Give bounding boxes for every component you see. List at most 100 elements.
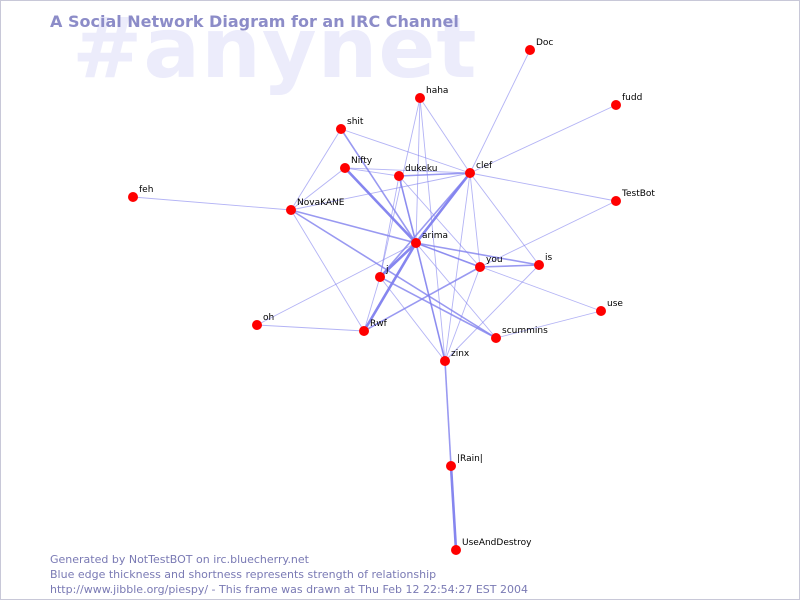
edge-oh-Rwf [256,324,365,332]
edge-arima-j [379,242,417,278]
edge-clef-Nifty [344,167,471,174]
edge-clef-zinx [444,172,471,362]
node-label: haha [426,86,448,96]
node-dot[interactable] [415,93,425,103]
node-label: NovaKANE [297,198,345,208]
node-label: is [545,253,553,263]
node-haha[interactable]: haha [415,86,448,103]
node-label: Doc [536,38,553,48]
edge-j-zinx [379,276,446,362]
edge-haha-arima [415,97,421,244]
node-label: |Rain| [457,454,483,464]
node-NovaKANE[interactable]: NovaKANE [286,198,345,215]
node-Doc[interactable]: Doc [525,38,553,55]
node-clef[interactable]: clef [465,161,493,178]
footer-source-link[interactable]: http://www.jibble.org/piespy/ - This fra… [50,583,529,596]
node-dot[interactable] [491,333,501,343]
edge-Rain-UseAndDestroy [449,465,458,551]
node-dot[interactable] [411,238,421,248]
node-scummins[interactable]: scummins [491,326,548,343]
node-Rain[interactable]: |Rain| [446,454,483,471]
node-shit[interactable]: shit [336,117,364,134]
node-label: zinx [451,349,470,359]
node-j[interactable]: j [375,265,389,282]
node-dot[interactable] [336,124,346,134]
edge-NovaKANE-scummins [290,209,497,339]
edge-Nifty-NovaKANE [290,167,346,211]
edge-j-Rwf [363,276,381,332]
node-label: dukeku [405,164,437,174]
edge-feh-NovaKANE [132,196,292,211]
diagram-title: A Social Network Diagram for an IRC Chan… [50,12,459,31]
node-dot[interactable] [340,163,350,173]
node-dot[interactable] [525,45,535,55]
node-dukeku[interactable]: dukeku [394,164,437,181]
node-dot[interactable] [611,100,621,110]
node-dot[interactable] [534,260,544,270]
node-label: feh [139,185,153,195]
edge-haha-j [379,97,421,278]
edge-NovaKANE-arima [290,209,417,244]
footer: Generated by NotTestBOT on irc.bluecherr… [50,552,528,597]
node-label: fudd [622,93,642,103]
edge-clef-haha [419,97,471,174]
node-dot[interactable] [128,192,138,202]
node-dot[interactable] [252,320,262,330]
edge-arima-is [415,242,540,266]
edge-you-zinx [444,266,481,362]
node-label: TestBot [621,189,655,199]
node-dot[interactable] [286,205,296,215]
edge-use-scummins [495,310,602,339]
node-dot[interactable] [359,326,369,336]
edge-shit-arima [340,128,417,244]
node-dot[interactable] [611,196,621,206]
node-dot[interactable] [440,356,450,366]
node-UseAndDestroy[interactable]: UseAndDestroy [451,538,532,555]
node-zinx[interactable]: zinx [440,349,470,366]
node-oh[interactable]: oh [252,313,274,330]
node-feh[interactable]: feh [128,185,153,202]
node-Nifty[interactable]: Nifty [340,156,373,173]
edge-NovaKANE-Rwf [290,209,365,332]
node-dot[interactable] [446,461,456,471]
node-arima[interactable]: arima [411,231,448,248]
edge-clef-j [379,172,471,278]
node-dot[interactable] [475,262,485,272]
node-label: oh [263,313,274,323]
node-is[interactable]: is [534,253,553,270]
node-dot[interactable] [394,171,404,181]
node-you[interactable]: you [475,255,503,272]
node-dot[interactable] [451,545,461,555]
node-dot[interactable] [375,272,385,282]
edge-shit-NovaKANE [290,128,342,211]
edge-clef-shit [340,128,471,174]
edge-Nifty-dukeku [344,167,400,177]
edge-clef-NovaKANE [290,172,471,211]
node-dot[interactable] [465,168,475,178]
node-use[interactable]: use [596,299,623,316]
node-label: clef [476,161,493,171]
edge-layer [132,49,617,551]
edge-zinx-Rain [444,360,452,467]
edge-clef-dukeku [398,172,471,177]
edge-arima-Rwf [362,242,418,332]
footer-legend: Blue edge thickness and shortness repres… [50,568,437,581]
node-label: use [607,299,623,309]
node-TestBot[interactable]: TestBot [611,189,655,206]
edge-arima-zinx [415,242,446,362]
edge-Nifty-arima [344,167,417,244]
channel-watermark: #anynet [72,0,478,97]
edge-clef-TestBot [469,172,617,202]
node-Rwf[interactable]: Rwf [359,319,388,336]
node-dot[interactable] [596,306,606,316]
node-label: Nifty [351,156,373,166]
edge-clef-arima [414,172,472,244]
edge-haha-zinx [419,97,446,362]
edge-arima-oh [256,242,417,326]
footer-generated-by: Generated by NotTestBOT on irc.bluecherr… [50,553,309,566]
edge-clef-you [469,172,481,268]
edge-j-scummins [379,276,497,339]
node-fudd[interactable]: fudd [611,93,642,110]
